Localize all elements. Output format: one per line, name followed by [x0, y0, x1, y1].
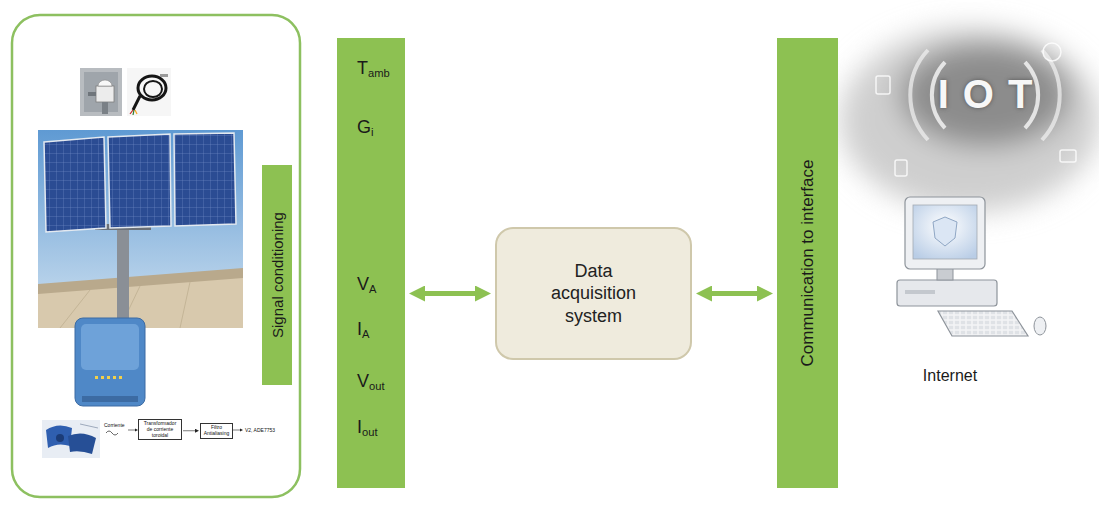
chip-label: V2, ADE7753	[245, 427, 275, 433]
inverter-photo	[119, 376, 122, 379]
signal-label: Corriente	[104, 422, 125, 428]
solar-panel-photo	[38, 130, 243, 328]
filter-box: Filtro Antialiasing	[200, 423, 233, 439]
double-arrow	[425, 291, 475, 296]
temperature-probe-photo	[138, 76, 166, 100]
block-text: Filtro Antialiasing	[203, 425, 230, 437]
temperature-probe-photo	[160, 74, 168, 77]
pyranometer-photo	[98, 80, 112, 86]
iot-cloud	[895, 160, 907, 176]
pyranometer-photo	[80, 68, 122, 116]
current-chain-wires	[240, 429, 243, 432]
signal-name: Iout	[357, 417, 378, 439]
iot-cloud	[840, 28, 1099, 212]
temperature-probe-photo	[133, 96, 140, 110]
computer-icon	[897, 280, 997, 306]
solar-panel-photo	[108, 134, 171, 228]
transformer-box: Transformador de corriente toroidal	[138, 419, 182, 440]
sensor-box-outline	[12, 15, 300, 497]
current-sensor-photo	[42, 420, 100, 458]
temperature-probe-photo	[127, 68, 171, 116]
computer-icon	[897, 197, 1046, 336]
inverter-photo	[95, 376, 98, 379]
internet-label: Internet	[923, 366, 977, 385]
computer-icon	[937, 268, 953, 280]
inverter-photo	[113, 376, 116, 379]
pyranometer-photo	[84, 72, 118, 112]
band-title: Signal conditioning	[269, 212, 286, 338]
current-sensor-photo	[68, 433, 96, 454]
flow-arrow	[183, 430, 195, 431]
signal-name: VA	[357, 274, 376, 296]
inverter-photo	[75, 318, 145, 406]
inverter-photo	[75, 318, 145, 406]
temperature-probe-photo	[144, 81, 162, 97]
iot-cloud	[840, 28, 1099, 212]
current-sensor-photo	[42, 420, 100, 458]
computer-icon	[905, 197, 985, 269]
solar-panel-photo	[38, 268, 243, 294]
signal-name: Tamb	[357, 58, 390, 80]
iot-cloud	[1060, 150, 1076, 162]
temperature-probe-photo	[135, 110, 137, 114]
block-text: Transformador de corriente toroidal	[141, 421, 179, 438]
signal-name: IA	[357, 319, 369, 341]
signal-bar: TambGiVA IA VoutIout	[337, 38, 405, 488]
computer-icon	[1034, 317, 1046, 335]
iot-cloud	[1043, 43, 1061, 61]
signal-conditioning-band: Signal conditioning	[262, 165, 292, 385]
current-chain-wires	[233, 430, 240, 431]
solar-panel-photo	[174, 133, 236, 226]
inverter-photo	[107, 376, 110, 379]
temperature-probe-photo	[127, 68, 171, 116]
inverter-photo	[81, 324, 139, 370]
data-acquisition-box: Data acquisition system	[495, 227, 692, 360]
current-chain-wires	[106, 431, 118, 435]
current-chain-wires	[128, 430, 135, 431]
pyranometer-photo	[102, 102, 108, 114]
band-title: Communication to interface	[798, 160, 818, 367]
current-sensor-photo	[80, 424, 98, 428]
pyranometer-photo	[80, 68, 122, 116]
box-title: Data acquisition system	[534, 260, 654, 328]
current-sensor-photo	[56, 434, 64, 442]
computer-icon	[905, 290, 935, 294]
computer-icon	[913, 205, 977, 259]
solar-panel-photo	[117, 226, 129, 324]
computer-icon	[933, 217, 957, 246]
iot-cloud	[840, 28, 1099, 212]
inverter-photo	[101, 376, 104, 379]
iot-wordmark: IOT	[938, 70, 1047, 118]
signal-name: Gi	[357, 117, 374, 139]
iot-cloud	[876, 76, 890, 94]
inverter-photo	[82, 396, 138, 402]
temperature-probe-photo	[130, 110, 133, 114]
computer-icon	[938, 311, 1028, 336]
double-arrow	[712, 291, 757, 296]
solar-panel-photo	[38, 130, 243, 328]
temperature-probe-photo	[133, 110, 134, 115]
communication-band: Communication to interface	[777, 38, 838, 488]
pyranometer-photo	[88, 92, 96, 96]
iot-cloud	[900, 43, 1070, 147]
solar-panel-photo	[44, 137, 106, 232]
pyranometer-photo	[96, 86, 114, 102]
iot-cloud	[910, 50, 928, 140]
signal-name: Vout	[357, 371, 385, 393]
